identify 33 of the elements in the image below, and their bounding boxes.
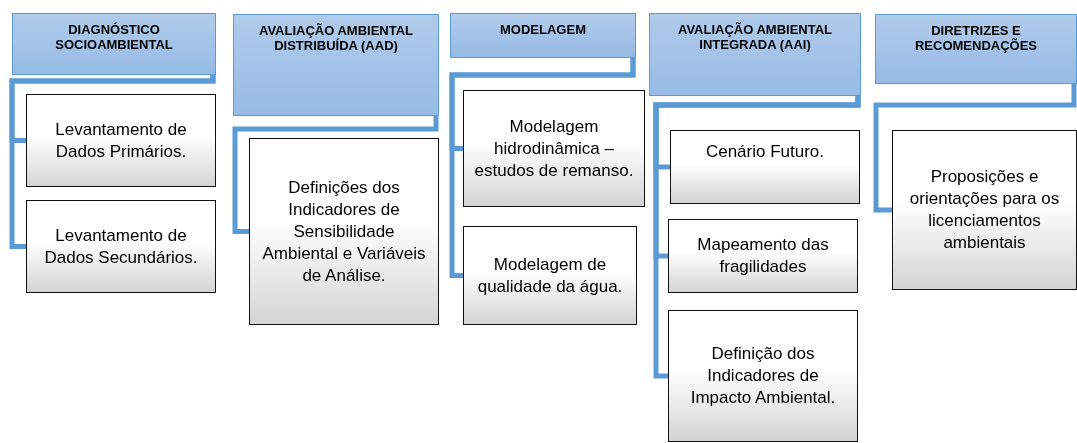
header-box	[875, 14, 1077, 84]
process-box	[26, 200, 216, 293]
process-box	[463, 90, 645, 207]
process-box	[892, 130, 1077, 290]
header-text: MODELAGEM	[500, 22, 586, 37]
connector-line	[873, 84, 1077, 213]
box-text: Proposições e orientações para os licenciamentos ambientais	[908, 166, 1061, 254]
process-box	[668, 310, 858, 442]
process-box	[463, 226, 637, 325]
box-text: Levantamento de Dados Secundários.	[43, 224, 199, 269]
box-text: Definição dos Indicadores de Impacto Ambiental.	[689, 343, 837, 409]
box-text: Levantamento de Dados Primários.	[54, 118, 188, 163]
process-box	[249, 138, 439, 325]
connector-line	[232, 116, 439, 234]
connector-line	[653, 96, 861, 379]
header-text: DIRETRIZES E RECOMENDAÇÕES	[913, 23, 1039, 53]
header-box	[649, 13, 861, 96]
header-text: AVALIAÇÃO AMBIENTAL DISTRIBUÍDA (AAD)	[257, 23, 415, 53]
connector-line	[449, 58, 636, 278]
box-text: Cenário Futuro.	[705, 141, 825, 163]
header-box	[450, 13, 636, 58]
box-text: Modelagem hidrodinâmica – estudos de remanso.	[473, 115, 635, 182]
connector-line	[9, 75, 216, 249]
box-text: Modelagem de qualidade da água.	[476, 253, 624, 298]
header-text: DIAGNÓSTICO SOCIOAMBIENTAL	[54, 22, 174, 52]
header-text: AVALIAÇÃO AMBIENTAL INTEGRADA (AAI)	[676, 22, 834, 52]
header-box	[12, 13, 216, 75]
box-text: Mapeamento das fragilidades	[696, 234, 830, 278]
process-box	[670, 130, 860, 204]
header-box	[233, 14, 439, 116]
process-box	[26, 94, 216, 187]
box-text: Definições dos Indicadores de Sensibilidade Ambiental e Variáveis de Análise.	[261, 176, 427, 287]
process-box	[668, 219, 858, 293]
